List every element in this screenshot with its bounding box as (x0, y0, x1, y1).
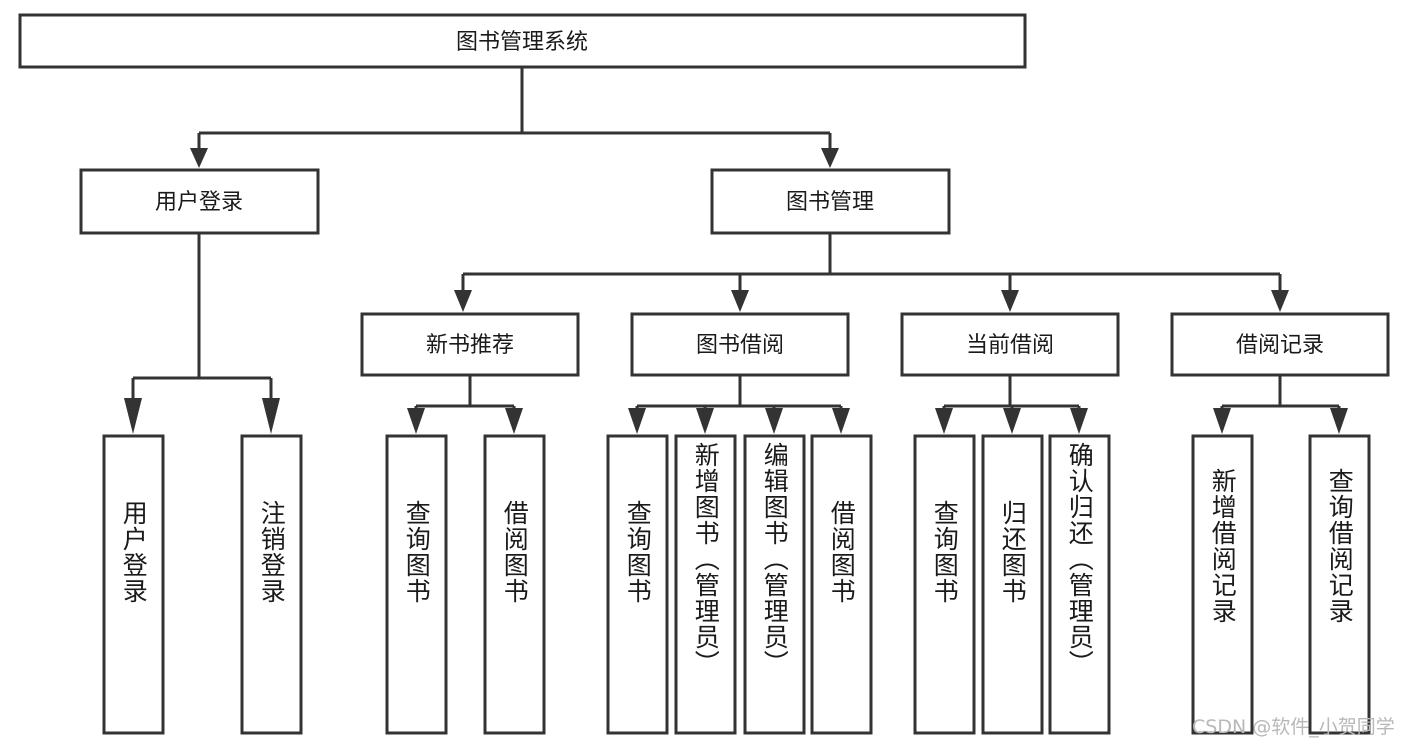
arrow-nbr-leaf-1 (407, 408, 425, 434)
connector-group-book-management (454, 233, 1289, 312)
leaf-label-wrap-edit-book: 编辑图书（管理员） (745, 442, 804, 730)
leaf-label-borrow-book-1: 借阅图书 (500, 500, 530, 604)
leaf-label-wrap-add-record: 新增借阅记录 (1193, 468, 1252, 723)
arrow-cb-leaf-1 (935, 408, 953, 434)
arrow-bb-leaf-2 (696, 408, 714, 434)
node-borrow-record-label: 借阅记录 (1236, 333, 1324, 358)
leaf-label-confirm-return: 确认归还（管理员） (1065, 442, 1095, 676)
leaf-label-wrap-borrow-book-2: 借阅图书 (812, 500, 871, 730)
leaf-label-wrap-query-book-2: 查询图书 (608, 500, 667, 730)
arrow-cb-leaf-2 (1003, 408, 1021, 434)
leaf-label-wrap-confirm-return: 确认归还（管理员） (1050, 442, 1109, 730)
connector-group-new-book-recommend (407, 375, 523, 434)
leaf-box-borrow-book-1[interactable] (483, 434, 546, 735)
arrow-bm-to-book-borrow (731, 290, 749, 312)
node-current-borrow-label: 当前借阅 (966, 333, 1054, 358)
leaf-label-wrap-add-book: 新增图书（管理员） (676, 442, 735, 730)
node-new-book-recommend-label: 新书推荐 (426, 333, 514, 358)
arrow-br-leaf-1 (1213, 408, 1231, 434)
leaf-label-logout-login: 注销登录 (257, 500, 287, 604)
leaf-box-query-book-3[interactable] (913, 434, 976, 735)
arrow-bm-to-new-book-recommend (454, 290, 472, 312)
leaf-box-query-book-1[interactable] (385, 434, 448, 735)
leaf-box-confirm-return[interactable] (1048, 434, 1111, 735)
node-root-label: 图书管理系统 (456, 30, 588, 55)
leaf-label-add-book: 新增图书（管理员） (691, 442, 721, 676)
arrow-bm-to-borrow-record (1271, 290, 1289, 312)
leaf-label-return-book: 归还图书 (998, 500, 1028, 604)
leaf-label-wrap-return-book: 归还图书 (983, 500, 1042, 730)
connector-group-borrow-record (1213, 375, 1348, 434)
arrow-br-leaf-2 (1330, 408, 1348, 434)
leaf-box-return-book[interactable] (981, 434, 1044, 735)
node-new-book-recommend-box[interactable] (360, 312, 580, 377)
arrow-bb-leaf-1 (628, 408, 646, 434)
node-book-management-label: 图书管理 (786, 190, 874, 215)
node-user-login-box[interactable] (79, 168, 320, 235)
arrow-cb-leaf-3 (1070, 408, 1088, 434)
node-current-borrow-box[interactable] (900, 312, 1120, 377)
leaf-label-user-login: 用户登录 (119, 500, 149, 604)
arrow-root-to-book-management (821, 148, 839, 168)
leaf-label-wrap-user-login: 用户登录 (104, 500, 163, 730)
connector-group-user-login (124, 233, 280, 434)
leaf-label-edit-book: 编辑图书（管理员） (760, 442, 790, 676)
arrow-nbr-leaf-2 (505, 408, 523, 434)
leaf-label-wrap-query-book-3: 查询图书 (915, 500, 974, 730)
leaf-box-query-book-2[interactable] (606, 434, 669, 735)
leaf-box-edit-book[interactable] (743, 434, 806, 735)
leaf-label-query-book-1: 查询图书 (402, 500, 432, 604)
leaf-box-query-record[interactable] (1308, 434, 1371, 735)
leaf-box-add-record[interactable] (1191, 434, 1254, 735)
leaf-label-borrow-book-2: 借阅图书 (827, 500, 857, 604)
leaf-box-borrow-book-2[interactable] (810, 434, 873, 735)
leaf-label-wrap-query-book-1: 查询图书 (387, 500, 446, 730)
leaf-box-logout-login[interactable] (240, 434, 303, 735)
leaf-label-query-book-2: 查询图书 (623, 500, 653, 604)
connector-group-root (190, 67, 839, 168)
node-book-borrow-label: 图书借阅 (696, 333, 784, 358)
arrow-user-login-leaf-2 (262, 398, 280, 434)
node-borrow-record-box[interactable] (1170, 312, 1390, 377)
connector-group-book-borrow (628, 375, 850, 434)
leaf-box-user-login[interactable] (102, 434, 165, 735)
leaf-label-wrap-logout-login: 注销登录 (242, 500, 301, 730)
leaf-label-wrap-query-record: 查询借阅记录 (1310, 468, 1369, 723)
arrow-bb-leaf-3 (765, 408, 783, 434)
arrow-root-to-user-login (190, 148, 208, 168)
arrow-bm-to-current-borrow (1001, 290, 1019, 312)
node-book-management-box[interactable] (710, 168, 951, 235)
node-user-login-label: 用户登录 (155, 190, 243, 215)
node-root-box[interactable] (18, 13, 1027, 69)
leaf-label-query-record: 查询借阅记录 (1325, 468, 1355, 624)
leaf-label-add-record: 新增借阅记录 (1208, 468, 1238, 624)
leaf-box-add-book[interactable] (674, 434, 737, 735)
leaf-label-query-book-3: 查询图书 (930, 500, 960, 604)
node-book-borrow-box[interactable] (630, 312, 850, 377)
connector-group-current-borrow (935, 375, 1088, 434)
leaf-label-wrap-borrow-book-1: 借阅图书 (485, 500, 544, 730)
arrow-bb-leaf-4 (832, 408, 850, 434)
arrow-user-login-leaf-1 (124, 398, 142, 434)
